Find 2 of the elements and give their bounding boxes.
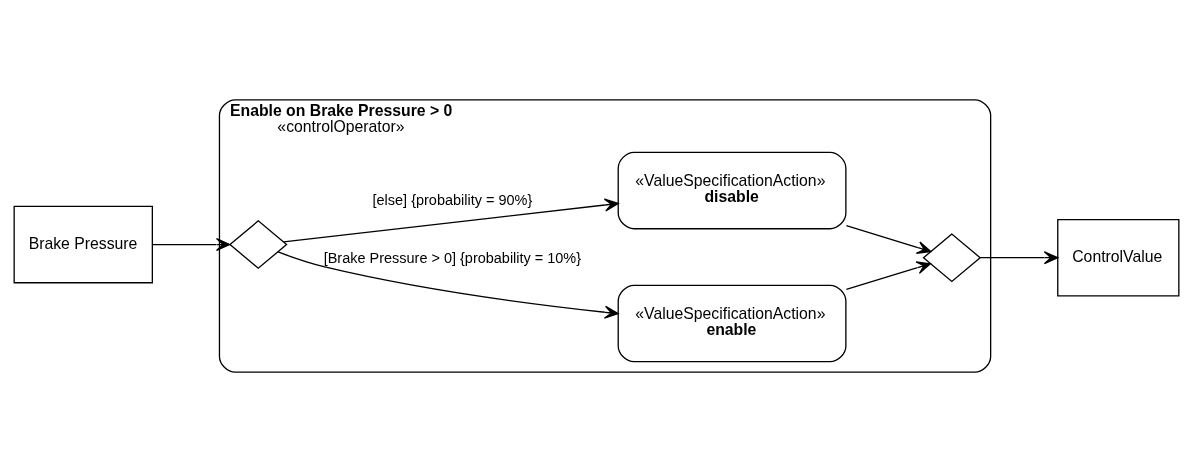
edge-label: [Brake Pressure > 0] {probability = 10%} <box>323 249 582 266</box>
edge-label: [else] {probability = 90%} <box>372 191 533 208</box>
